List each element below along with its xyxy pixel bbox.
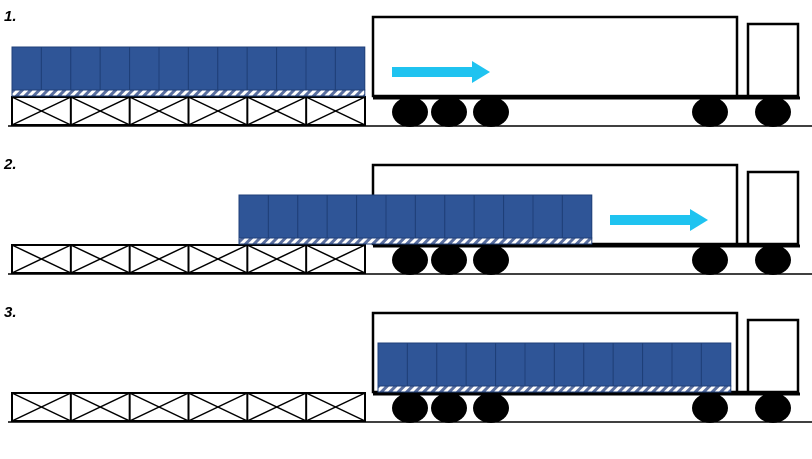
- cargo-box: [297, 194, 328, 239]
- wheel-icon: [473, 393, 509, 423]
- step-label: 2.: [3, 156, 17, 173]
- cargo-box: [40, 46, 72, 91]
- wheel-icon: [431, 393, 467, 423]
- cargo-load: [238, 194, 593, 245]
- rack-brace: [305, 96, 366, 126]
- cargo-load: [11, 46, 366, 97]
- cargo-box: [276, 46, 307, 91]
- wheel-icon: [692, 97, 728, 127]
- rack-brace: [70, 96, 130, 126]
- cargo-box: [385, 194, 416, 239]
- rack-brace: [188, 392, 248, 422]
- cargo-box: [187, 46, 219, 91]
- cargo-pallet: [11, 89, 366, 97]
- rack-brace: [247, 244, 307, 274]
- cargo-box: [524, 342, 555, 387]
- rack-brace: [188, 244, 248, 274]
- cargo-pallet: [238, 237, 593, 245]
- cargo-box: [465, 342, 497, 387]
- wheel-icon: [473, 245, 509, 275]
- rack-brace: [129, 96, 189, 126]
- wheel-icon: [392, 97, 428, 127]
- cargo-box: [503, 194, 534, 239]
- rack-brace: [11, 392, 72, 422]
- loading-step-1: 1.: [4, 8, 812, 127]
- loading-step-3: 3.: [4, 304, 812, 423]
- step-label: 1.: [4, 8, 17, 25]
- rack-brace: [11, 244, 72, 274]
- arrow-head: [472, 61, 490, 83]
- cargo-box: [334, 46, 366, 91]
- loading-step-2: 2.: [3, 156, 812, 275]
- truck-cab: [746, 318, 800, 394]
- trailer-body: [371, 15, 739, 98]
- rack-brace: [247, 392, 307, 422]
- cargo-box: [158, 46, 189, 91]
- wheel-icon: [692, 393, 728, 423]
- wheel-icon: [755, 245, 791, 275]
- conveyor-rack-icon: [11, 392, 366, 422]
- wheel-icon: [755, 97, 791, 127]
- wheel-icon: [431, 97, 467, 127]
- cargo-box: [267, 194, 299, 239]
- truck-cab: [746, 170, 800, 246]
- cargo-box: [305, 46, 336, 91]
- rack-brace: [188, 96, 248, 126]
- cargo-box: [414, 194, 446, 239]
- conveyor-rack-icon: [11, 96, 366, 126]
- cargo-box: [217, 46, 248, 91]
- cargo-box: [99, 46, 131, 91]
- wheel-icon: [692, 245, 728, 275]
- wheel-icon: [473, 97, 509, 127]
- rack-brace: [129, 244, 189, 274]
- truck-cab: [746, 22, 800, 98]
- rack-brace: [305, 392, 366, 422]
- cargo-load: [377, 342, 732, 393]
- wheel-icon: [431, 245, 467, 275]
- rack-brace: [247, 96, 307, 126]
- cargo-box: [406, 342, 438, 387]
- cargo-box: [129, 46, 160, 91]
- rack-brace: [70, 392, 130, 422]
- right-arrow-icon: [392, 61, 490, 83]
- cargo-box: [377, 342, 408, 387]
- rack-brace: [11, 96, 72, 126]
- wheel-icon: [392, 245, 428, 275]
- cargo-box: [495, 342, 526, 387]
- right-arrow-icon: [610, 209, 708, 231]
- cargo-box: [246, 46, 278, 91]
- rack-brace: [70, 244, 130, 274]
- cargo-box: [70, 46, 101, 91]
- cargo-pallet: [377, 385, 732, 393]
- arrow-shaft: [392, 67, 472, 77]
- cargo-box: [326, 194, 358, 239]
- truck-icon: [371, 15, 800, 127]
- cargo-box: [356, 194, 387, 239]
- cargo-box: [583, 342, 614, 387]
- cargo-box: [444, 194, 475, 239]
- cargo-box: [561, 194, 593, 239]
- rack-brace: [129, 392, 189, 422]
- cargo-box: [473, 194, 505, 239]
- cargo-box: [642, 342, 673, 387]
- wheel-icon: [392, 393, 428, 423]
- cargo-box: [612, 342, 644, 387]
- conveyor-rack-icon: [11, 244, 366, 274]
- cargo-box: [671, 342, 702, 387]
- arrow-shaft: [610, 215, 690, 225]
- cargo-box: [532, 194, 563, 239]
- cargo-box: [11, 46, 42, 91]
- arrow-head: [690, 209, 708, 231]
- cargo-box: [436, 342, 467, 387]
- wheel-icon: [755, 393, 791, 423]
- cargo-box: [238, 194, 269, 239]
- rack-brace: [305, 244, 366, 274]
- step-label: 3.: [4, 304, 17, 321]
- cargo-box: [553, 342, 585, 387]
- cargo-box: [700, 342, 732, 387]
